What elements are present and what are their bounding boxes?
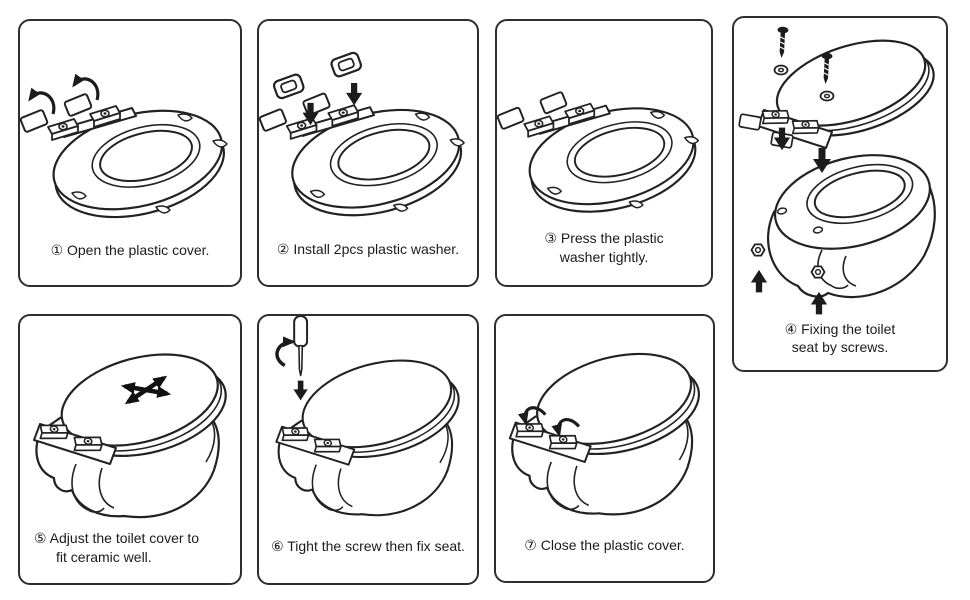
step-caption-7: ⑦ Close the plastic cover. <box>524 536 685 553</box>
closed-toilet <box>276 344 468 515</box>
washer-ring <box>819 90 835 102</box>
nut <box>810 265 826 279</box>
rotate-arrow-icon <box>275 336 296 368</box>
step3-illustration <box>497 21 711 220</box>
screw <box>775 25 790 59</box>
step-caption-3: ③ Press the plastic washer tightly. <box>544 230 664 265</box>
adjust-cross-arrow-icon <box>120 375 172 405</box>
step5-illustration <box>20 316 240 522</box>
step-panel-3: ③ Press the plastic washer tightly. <box>495 19 713 287</box>
toilet-bowl <box>766 154 936 299</box>
washer-ring <box>773 64 789 76</box>
step-panel-6: ⑥ Tight the screw then fix seat. <box>257 314 479 585</box>
close-cover-figure <box>496 316 713 519</box>
up-arrow-icon <box>750 269 768 293</box>
step2-illustration <box>259 21 477 224</box>
step-caption-4: ④ Fixing the toilet seat by screws. <box>784 320 896 355</box>
step-panel-2: ② Install 2pcs plastic washer. <box>257 19 479 287</box>
step1-illustration <box>20 21 240 226</box>
step4-illustration <box>734 18 946 316</box>
install-washers-figure <box>259 50 477 224</box>
step-panel-5: ⑤ Adjust the toilet cover to fit ceramic… <box>18 314 242 585</box>
plastic-washer <box>329 50 364 79</box>
screwdriver-icon <box>293 316 309 377</box>
seat-lid-assembly <box>737 39 935 149</box>
step-caption-2: ② Install 2pcs plastic washer. <box>276 241 460 258</box>
close-cover-arrow-icon <box>517 406 581 438</box>
tighten-screw-figure <box>259 316 477 520</box>
closed-toilet <box>34 337 236 517</box>
press-washers-figure <box>497 21 711 220</box>
toilet-seat-underside <box>259 93 471 224</box>
nut <box>750 243 766 257</box>
hinge-cover <box>737 113 763 131</box>
step7-illustration <box>496 316 713 519</box>
down-arrow-icon <box>293 380 308 401</box>
step-panel-1: ① Open the plastic cover. <box>18 19 242 287</box>
open-cover-arrow-icon <box>28 73 100 115</box>
fix-seat-exploded-figure <box>737 25 936 315</box>
plastic-washer <box>271 72 306 101</box>
bolt-hole <box>776 207 788 215</box>
seat-open-covers-figure <box>20 73 240 226</box>
bolt-hole <box>812 226 824 234</box>
adjust-cover-figure <box>20 316 240 522</box>
step-caption-6: ⑥ Tight the screw then fix seat. <box>271 538 465 555</box>
step6-illustration <box>259 316 477 520</box>
closed-toilet <box>510 337 709 514</box>
step-panel-4: ④ Fixing the toilet seat by screws. <box>732 16 948 372</box>
toilet-seat-underside <box>497 92 705 221</box>
step-panel-7: ⑦ Close the plastic cover. <box>494 314 715 583</box>
step-caption-5: ⑤ Adjust the toilet cover to fit ceramic… <box>34 530 200 565</box>
down-arrow-icon <box>346 83 363 106</box>
step-caption-1: ① Open the plastic cover. <box>50 242 210 259</box>
